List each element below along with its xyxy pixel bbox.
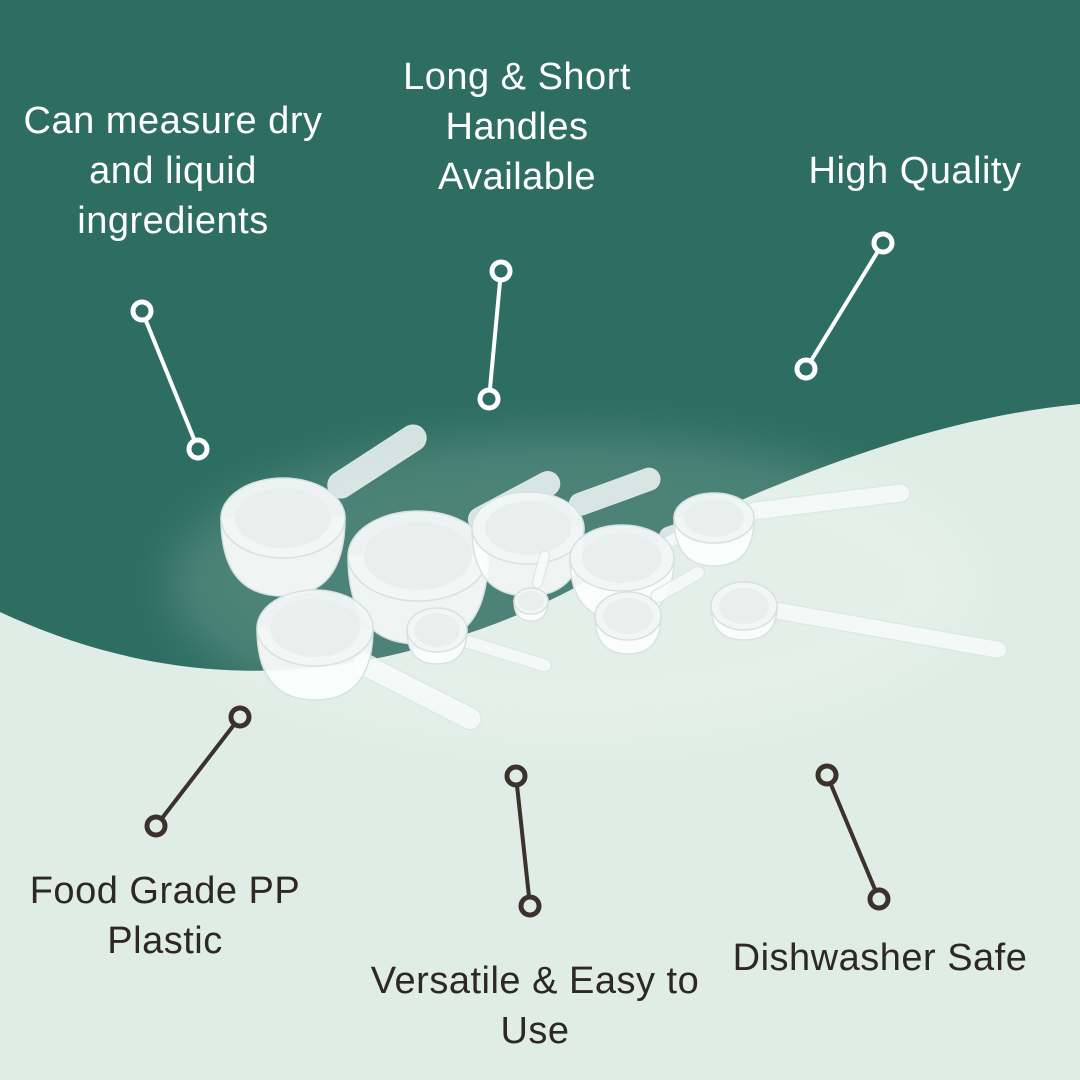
callout-label-food-grade: Food Grade PP Plastic <box>29 870 301 963</box>
callout-line-high-quality <box>794 231 895 381</box>
spoon-tiny <box>513 550 551 622</box>
callout-line-versatile <box>504 764 542 918</box>
callout-label-versatile: Versatile & Easy to Use <box>370 960 700 1053</box>
callout-line-food-grade <box>144 705 252 838</box>
callout-line-dishwasher-safe <box>815 763 891 911</box>
callout-label-measure-ingredients: Can measure dry and liquid ingredients <box>23 100 323 243</box>
callout-line-handles-available <box>477 259 513 411</box>
spoon-small-1 <box>406 607 552 673</box>
scoop-small-2 <box>594 565 706 655</box>
scoop-medium-1 <box>471 467 661 597</box>
scoop-small-long-handle <box>673 483 911 567</box>
scoop-large-1 <box>220 424 427 597</box>
callout-line-measure-ingredients <box>130 299 210 461</box>
spoon-long-handle <box>710 581 1008 659</box>
callout-label-handles-available: Long & Short Handles Available <box>403 56 631 199</box>
scoop-front-left <box>256 589 482 731</box>
callout-label-high-quality: High Quality <box>808 150 1022 192</box>
callout-label-dishwasher-safe: Dishwasher Safe <box>732 937 1028 979</box>
